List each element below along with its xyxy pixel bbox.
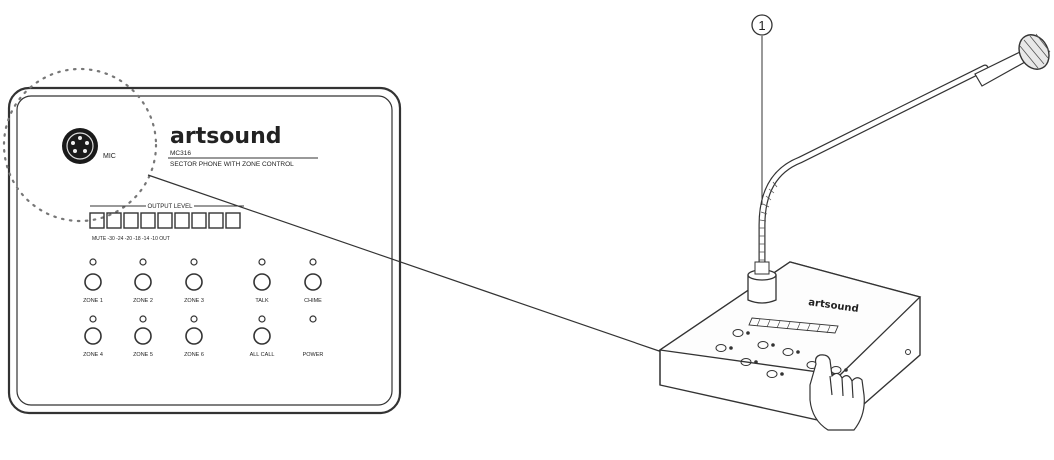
zone-button-1[interactable]: ZONE 1 [83, 258, 103, 304]
button-circle[interactable] [134, 327, 152, 345]
device-buttons [715, 329, 848, 378]
callout-number-text: 1 [758, 18, 765, 33]
button-label: ZONE 5 [133, 352, 153, 358]
meter-segment [174, 212, 190, 229]
zone-button-10[interactable]: POWER [303, 315, 324, 358]
gooseneck-ribs [759, 181, 778, 261]
button-circle[interactable] [185, 327, 203, 345]
paging-microphone-device: artsound [658, 14, 1051, 431]
mic-socket-icon [62, 128, 98, 164]
button-led-indicator [309, 315, 317, 323]
meter-segment [89, 212, 105, 229]
button-led-indicator [89, 258, 97, 266]
callout-number-circle [751, 14, 773, 36]
panel-inner-border [16, 95, 393, 406]
gooseneck-outline [758, 64, 989, 274]
button-label: ZONE 1 [83, 298, 103, 304]
meter-segment [191, 212, 207, 229]
panel-subtitle: SECTOR PHONE WITH ZONE CONTROL [170, 161, 294, 168]
button-label: CHIME [304, 298, 322, 304]
zone-button-9[interactable]: ALL CALL [250, 315, 275, 358]
button-led-indicator [139, 315, 147, 323]
button-circle[interactable] [84, 327, 102, 345]
button-circle[interactable] [253, 273, 271, 291]
zone-button-3[interactable]: ZONE 3 [184, 258, 204, 304]
meter-segment [106, 212, 122, 229]
button-circle[interactable] [134, 273, 152, 291]
button-label: POWER [303, 352, 324, 358]
button-led-indicator [190, 258, 198, 266]
button-led-indicator [258, 258, 266, 266]
callout-leader-line [147, 174, 663, 353]
zone-button-7[interactable]: ZONE 5 [133, 315, 153, 358]
button-led-indicator [190, 315, 198, 323]
button-circle[interactable] [185, 273, 203, 291]
button-label: ZONE 6 [184, 352, 204, 358]
meter-segment [225, 212, 241, 229]
button-circle[interactable] [84, 273, 102, 291]
gooseneck-fill [759, 65, 988, 273]
hand-pointer-icon [809, 354, 865, 431]
gooseneck-sleeve [754, 261, 770, 275]
button-led-indicator [139, 258, 147, 266]
meter-segment [123, 212, 139, 229]
mic-label: MIC [103, 153, 116, 160]
output-level-meter [89, 212, 241, 229]
device-meter [748, 317, 839, 334]
device-top-face [658, 261, 922, 376]
panel-brand-logo: artsound [170, 124, 282, 149]
meter-segment [157, 212, 173, 229]
zone-button-6[interactable]: ZONE 4 [83, 315, 103, 358]
panel-outer-border [7, 86, 402, 415]
button-circle[interactable] [253, 327, 271, 345]
zone-button-2[interactable]: ZONE 2 [133, 258, 153, 304]
zone-button-4[interactable]: TALK [253, 258, 271, 304]
button-circle[interactable] [304, 273, 322, 291]
mic-highlight-circle [2, 67, 158, 223]
device-screw-icon [905, 349, 911, 355]
zone-button-8[interactable]: ZONE 6 [184, 315, 204, 358]
panel-model: MC316 [170, 150, 191, 157]
button-led-indicator [309, 258, 317, 266]
zone-button-grid: ZONE 1 ZONE 2 ZONE 3 TALK CHIME ZONE 4 ZONE 5 Z… [83, 258, 324, 358]
button-label: ZONE 2 [133, 298, 153, 304]
zone-button-5[interactable]: CHIME [304, 258, 322, 304]
gooseneck-collar [747, 275, 777, 304]
meter-scale-label: MUTE -30 -24 -20 -18 -14 -10 OUT [92, 236, 170, 242]
button-label: ZONE 4 [83, 352, 103, 358]
button-label: ALL CALL [250, 352, 275, 358]
meter-segment [140, 212, 156, 229]
button-led-indicator [89, 315, 97, 323]
button-led-indicator [258, 315, 266, 323]
meter-segment [208, 212, 224, 229]
microphone-head-icon [974, 33, 1051, 87]
output-level-label: OUTPUT LEVEL [148, 204, 194, 210]
front-panel: MIC artsound MC316 SECTOR PHONE WITH ZON… [2, 67, 402, 415]
button-label: ZONE 3 [184, 298, 204, 304]
button-label: TALK [255, 298, 269, 304]
